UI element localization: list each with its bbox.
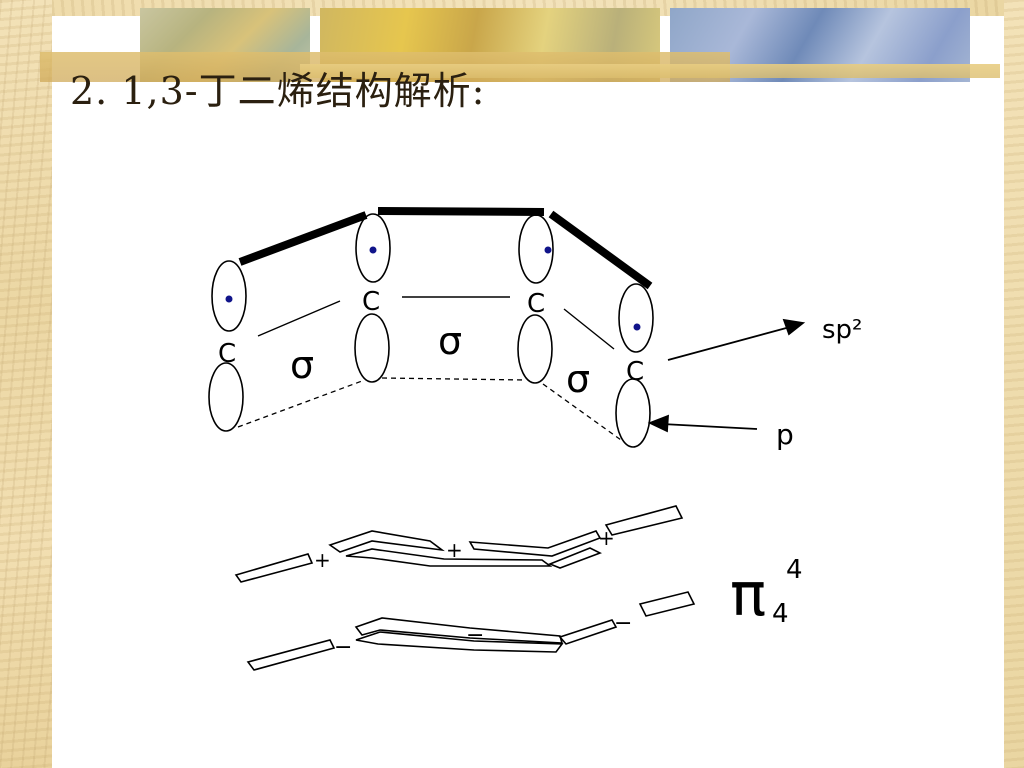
sigma-bond-line	[563, 308, 615, 350]
dashed-line	[542, 383, 622, 441]
orbital-segment	[468, 530, 602, 557]
sigma-labels: σ σ σ	[290, 319, 590, 401]
p-orbital-lobe	[354, 313, 390, 383]
p-orbital-lower-lobes	[208, 313, 651, 448]
p-orbital-lobe	[518, 214, 554, 284]
plus-sign: +	[314, 548, 331, 572]
lower-lobe-dashes	[237, 377, 622, 441]
negative-phase-signs: − − −	[334, 611, 632, 660]
p-arrow-line	[661, 423, 758, 430]
carbon-label: C	[218, 339, 236, 369]
electron-dot	[633, 323, 641, 331]
orbital-segment	[354, 617, 564, 644]
orbital-segment	[328, 530, 445, 553]
pi-overlap-bars	[238, 207, 653, 290]
p-arrowhead	[647, 414, 669, 433]
pi-symbol: π	[730, 560, 766, 630]
p-orbital-lobe	[355, 213, 391, 283]
carbon-label: C	[626, 357, 644, 387]
sp2-arrowhead	[782, 318, 806, 336]
pi-subscript: 4	[772, 599, 789, 629]
pi-superscript: 4	[786, 555, 803, 585]
orbital-segment	[604, 505, 684, 536]
sigma-bond-line	[257, 300, 341, 337]
p-orbital-upper-lobes	[211, 213, 654, 353]
orbital-segment	[638, 591, 696, 617]
orbital-segment	[558, 619, 618, 645]
plus-sign: +	[598, 526, 615, 550]
title-banner-accent	[300, 64, 1000, 78]
minus-sign: −	[466, 623, 484, 648]
parchment-border-right	[1004, 0, 1024, 768]
electron-dot	[225, 295, 233, 303]
electron-dot	[544, 246, 552, 254]
orbital-segment	[234, 553, 314, 583]
orbital-segment	[547, 547, 602, 569]
sigma-label: σ	[566, 357, 590, 401]
slide-title: 2. 1,3-丁二烯结构解析:	[70, 69, 486, 113]
annotation-arrows	[647, 318, 806, 433]
electron-dots	[225, 246, 641, 331]
minus-sign: −	[334, 635, 352, 660]
p-orbital-lobe	[517, 314, 553, 384]
orbital-segment	[355, 631, 564, 653]
sp2-arrow-line	[667, 326, 791, 361]
sigma-label: σ	[290, 343, 314, 387]
orbital-segment	[345, 548, 553, 567]
pi-overlap-bar	[377, 207, 545, 216]
p-orbital-lobe	[615, 378, 651, 448]
electron-dot	[369, 246, 377, 254]
carbon-labels: C C C C	[218, 287, 644, 387]
pi-orbital-positive-phase	[234, 505, 684, 583]
p-orbital-lobe	[211, 260, 247, 332]
positive-phase-signs: + + +	[314, 526, 615, 572]
sigma-bonds	[257, 296, 615, 350]
sigma-label: σ	[438, 319, 462, 363]
pi-overlap-bar	[238, 211, 368, 266]
plus-sign: +	[446, 538, 463, 562]
minus-sign: −	[614, 611, 632, 636]
sp2-label: sp²	[822, 315, 862, 345]
parchment-border-left	[0, 0, 52, 768]
dashed-line	[237, 380, 363, 428]
carbon-label: C	[527, 289, 545, 319]
pi-orbital-negative-phase	[246, 591, 696, 671]
p-orbital-label: p	[776, 418, 794, 451]
p-orbital-lobe	[618, 283, 654, 353]
carbon-label: C	[362, 287, 380, 317]
p-orbital-lobe	[208, 362, 244, 432]
pi-overlap-bar	[548, 210, 653, 290]
orbital-segment	[246, 639, 336, 671]
dashed-line	[381, 377, 527, 381]
